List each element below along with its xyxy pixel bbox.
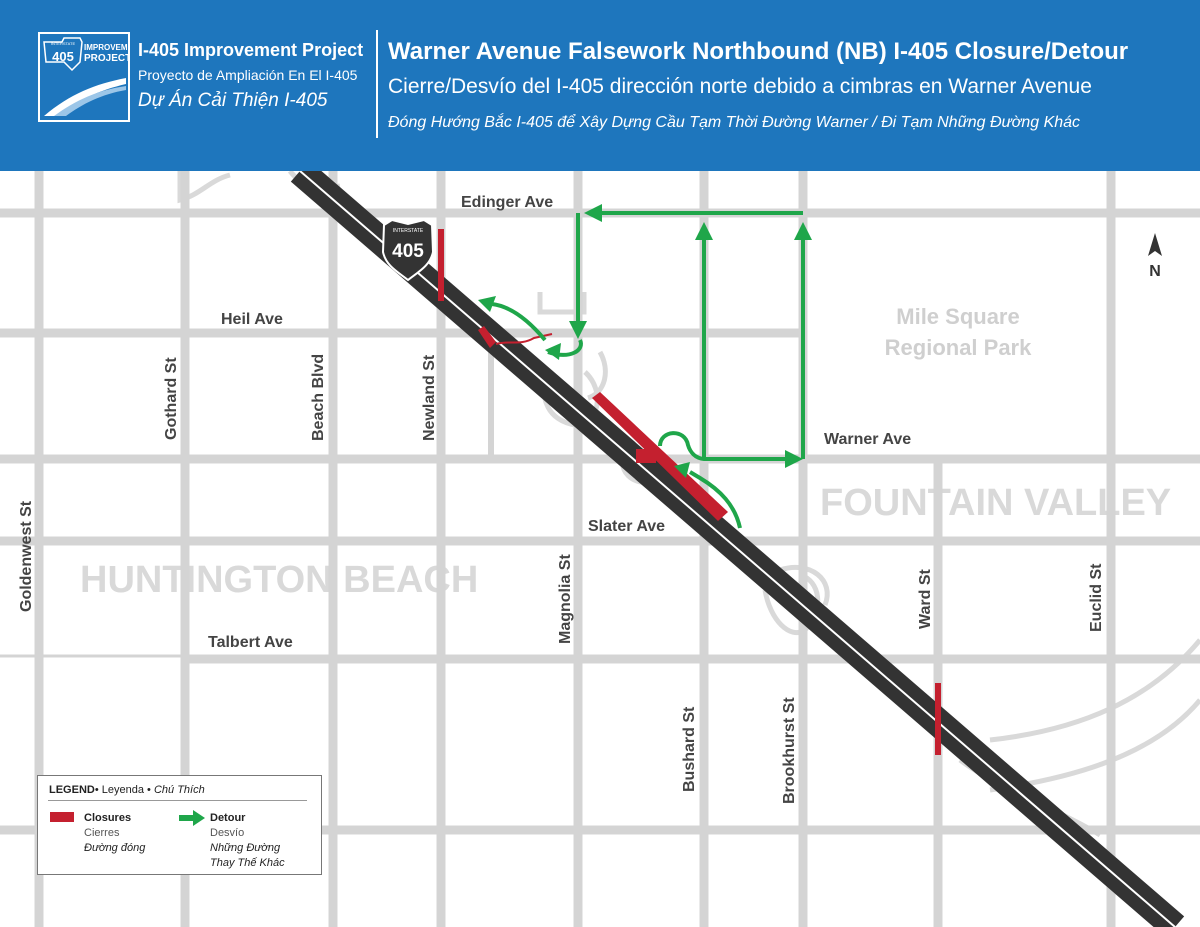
map-title-vi: Đóng Hướng Bắc I-405 để Xây Dựng Cầu Tạm… — [388, 114, 1081, 131]
detour-arrow-icon — [179, 810, 205, 826]
legend-closures-en: Closures — [84, 812, 132, 824]
legend-heading-en: LEGEND — [49, 784, 95, 796]
detour-route — [491, 211, 805, 529]
street-label-ward: Ward St — [917, 568, 934, 629]
north-arrow-icon: N — [1148, 233, 1162, 280]
interstate-shield: INTERSTATE 405 — [381, 218, 435, 282]
detour-arrowheads — [478, 204, 812, 478]
i405-freeway — [290, 171, 1185, 927]
park-label-line1: Mile Square — [896, 304, 1019, 329]
logo-interstate-text: INTERSTATE — [51, 41, 76, 46]
legend-detour-vi-2: Thay Thế Khác — [210, 857, 285, 869]
map-title-es: Cierre/Desvío del I-405 dirección norte … — [388, 75, 1092, 98]
legend-closures: Closures Cierres Đường đóng — [84, 811, 145, 856]
legend-closures-es: Cierres — [84, 827, 120, 839]
project-logo: INTERSTATE 405 IMPROVEMENT PROJECT — [38, 32, 144, 122]
legend-detour-vi-1: Những Đường — [210, 842, 281, 854]
closures — [438, 229, 941, 755]
project-title-es: Proyecto de Ampliación En El I-405 — [138, 67, 358, 83]
street-label-slater: Slater Ave — [588, 518, 665, 535]
closure-swatch — [50, 812, 74, 822]
map-title-en: Warner Avenue Falsework Northbound (NB) … — [388, 38, 1129, 65]
project-title: I-405 Improvement Project — [138, 40, 364, 60]
logo-graphic: INTERSTATE 405 IMPROVEMENT PROJECT — [43, 37, 144, 116]
legend-heading-vi: Chú Thích — [153, 784, 205, 796]
legend-heading-es: Leyenda — [101, 784, 144, 796]
shield-top-text: INTERSTATE — [393, 228, 424, 234]
legend-detour-es: Desvío — [210, 827, 245, 839]
street-label-heil: Heil Ave — [221, 311, 283, 328]
legend-detour: Detour Desvío Những Đường Thay Thế Khác — [210, 811, 285, 871]
park-label-line2: Regional Park — [885, 335, 1032, 360]
closure-mainline — [592, 392, 728, 521]
legend-divider — [48, 800, 307, 801]
logo-improvement-text: IMPROVEMENT — [84, 43, 128, 52]
street-label-talbert: Talbert Ave — [208, 634, 293, 651]
closure-heil-ramp — [478, 326, 496, 348]
street-label-edinger: Edinger Ave — [461, 194, 553, 211]
header-divider — [376, 30, 378, 138]
legend-detour-en: Detour — [210, 812, 246, 824]
street-label-brookhurst: Brookhurst St — [781, 697, 798, 804]
logo-number: 405 — [52, 49, 74, 64]
map-legend: LEGEND• Leyenda • Chú Thích Closures Cie… — [37, 775, 322, 875]
closure-ward — [935, 683, 941, 755]
closure-newland — [438, 229, 444, 301]
logo-project-text: PROJECT — [84, 53, 128, 64]
street-label-euclid: Euclid St — [1088, 563, 1105, 632]
street-label-bushard: Bushard St — [681, 706, 698, 792]
legend-closures-vi: Đường đóng — [84, 842, 146, 854]
area-fountain-valley: FOUNTAIN VALLEY — [820, 482, 1171, 524]
street-label-beach: Beach Blvd — [310, 354, 327, 441]
header-banner: INTERSTATE 405 IMPROVEMENT PROJECT I-405… — [0, 0, 1200, 171]
street-label-newland: Newland St — [421, 354, 438, 441]
street-label-goldenwest: Goldenwest St — [18, 500, 35, 612]
area-huntington-beach: HUNTINGTON BEACH — [80, 559, 478, 601]
street-label-warner: Warner Ave — [824, 431, 911, 448]
street-label-magnolia: Magnolia St — [557, 554, 574, 644]
north-label: N — [1149, 263, 1161, 280]
closure-warner-ramp — [636, 449, 656, 463]
legend-heading: LEGEND• Leyenda • Chú Thích — [49, 784, 205, 796]
shield-number: 405 — [392, 241, 424, 262]
street-label-gothard: Gothard St — [163, 357, 180, 440]
project-title-vi: Dự Án Cải Thiện I-405 — [138, 90, 328, 111]
